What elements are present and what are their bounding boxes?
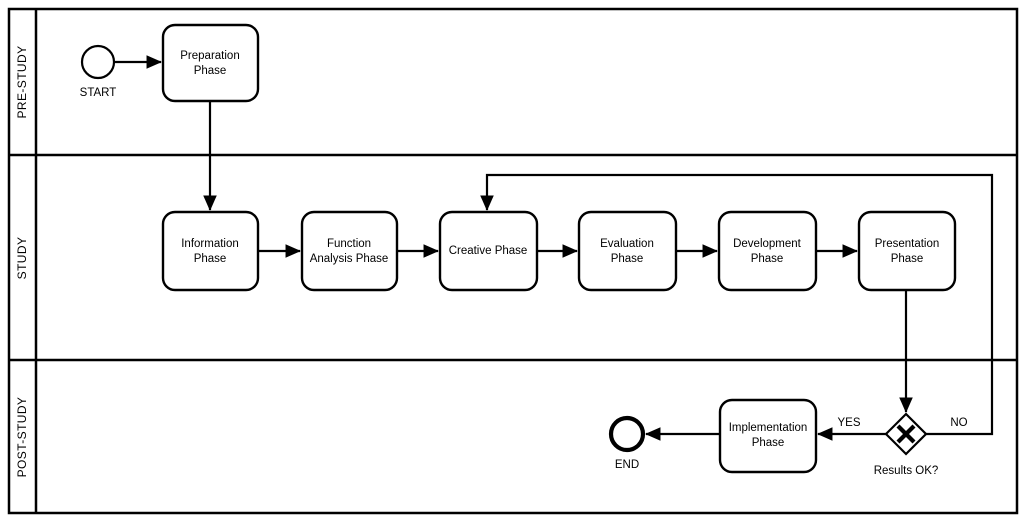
- start-event-circle[interactable]: [80, 44, 116, 80]
- end-event-label: END: [615, 459, 639, 471]
- task-preparation-label-line-1: Preparation: [180, 50, 239, 62]
- task-implementation-label-line-2: Phase: [752, 437, 785, 449]
- task-information-label-line-2: Phase: [194, 253, 227, 265]
- end-event[interactable]: END: [608, 415, 646, 471]
- pool-border: [7, 7, 1019, 515]
- task-development-label-line-2: Phase: [751, 253, 784, 265]
- lane-label-post-study: POST-STUDY: [15, 397, 29, 478]
- task-evaluation-label-line-1: Evaluation: [600, 238, 654, 250]
- task-presentation-label-line-1: Presentation: [875, 238, 940, 250]
- task-implementation-label-line-1: Implementation: [729, 422, 808, 434]
- sequence-flows: Implementation --> loop back up and left…: [115, 55, 994, 441]
- task-presentation-box[interactable]: [857, 210, 957, 292]
- task-function-analysis-box[interactable]: [300, 210, 399, 292]
- task-information-box[interactable]: [161, 210, 260, 292]
- task-function-analysis-label-line-1: Function: [327, 238, 371, 250]
- task-implementation-box[interactable]: [718, 398, 818, 474]
- start-event[interactable]: START: [80, 44, 117, 99]
- task-function-analysis[interactable]: Function Analysis Phase: [300, 210, 399, 292]
- task-evaluation[interactable]: Evaluation Phase: [577, 210, 678, 292]
- flow-gateway-no-loopback-to-creative: [480, 173, 994, 436]
- task-presentation-label-line-2: Phase: [891, 253, 924, 265]
- task-development-label-line-1: Development: [733, 238, 802, 250]
- task-information-label-line-1: Information: [181, 238, 239, 250]
- gateway-results-ok-label: Results OK?: [874, 465, 939, 477]
- task-presentation[interactable]: Presentation Phase: [857, 210, 957, 292]
- task-evaluation-label-line-2: Phase: [611, 253, 644, 265]
- task-creative-label-line-1: Creative Phase: [449, 245, 528, 257]
- task-preparation-box[interactable]: [161, 23, 260, 103]
- task-function-analysis-label-line-2: Analysis Phase: [310, 253, 389, 265]
- task-preparation-label-line-2: Phase: [194, 65, 227, 77]
- task-development[interactable]: Development Phase: [717, 210, 818, 292]
- gateway-exclusive-x-icon-stroke-2: [896, 424, 916, 444]
- gateway-results-ok[interactable]: Results OK?: [874, 412, 939, 477]
- task-creative-box[interactable]: [438, 210, 539, 292]
- task-development-box[interactable]: [717, 210, 818, 292]
- task-preparation[interactable]: Preparation Phase: [161, 23, 260, 103]
- task-creative[interactable]: Creative Phase: [438, 210, 539, 292]
- lane-label-pre-study: PRE-STUDY: [15, 46, 29, 119]
- task-implementation[interactable]: Implementation Phase: [718, 398, 818, 474]
- start-event-label: START: [80, 87, 117, 99]
- task-information[interactable]: Information Phase: [161, 210, 260, 292]
- task-evaluation-box[interactable]: [577, 210, 678, 292]
- lane-label-study: STUDY: [15, 237, 29, 280]
- flow-label-no: NO: [950, 417, 967, 429]
- end-event-circle[interactable]: [608, 415, 646, 453]
- flow-label-yes: YES: [837, 417, 860, 429]
